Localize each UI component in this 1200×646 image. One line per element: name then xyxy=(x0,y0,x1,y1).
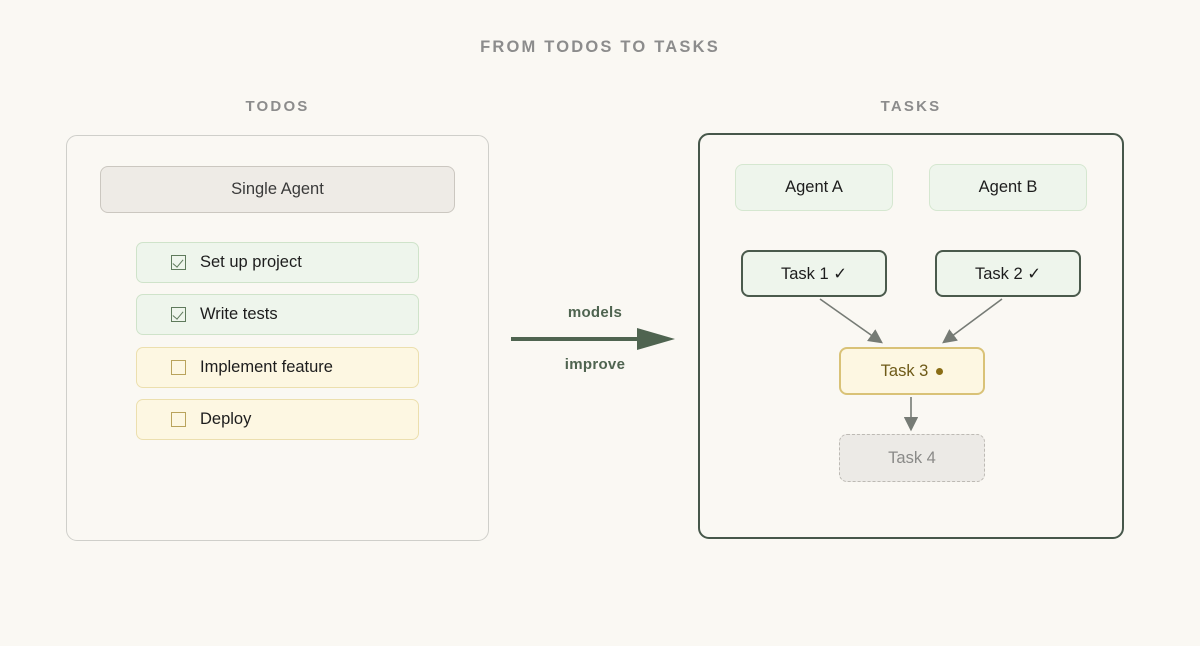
todo-item-implement-feature[interactable]: Implement feature xyxy=(136,347,419,388)
task-label: Task 3 xyxy=(880,361,929,380)
checked-box-icon[interactable] xyxy=(171,307,186,322)
todo-item-set-up-project[interactable]: Set up project xyxy=(136,242,419,283)
agent-a-box[interactable]: Agent A xyxy=(735,164,893,211)
task-label: Task 4 xyxy=(888,448,936,467)
transition-label-improve: improve xyxy=(564,356,626,373)
todo-item-label: Write tests xyxy=(200,305,278,323)
task-3-node[interactable]: Task 3 xyxy=(839,347,985,395)
todos-section-label: TODOS xyxy=(245,98,310,115)
todo-item-label: Implement feature xyxy=(200,358,333,376)
todo-item-label: Deploy xyxy=(200,410,252,428)
single-agent-label: Single Agent xyxy=(231,180,324,198)
task-4-node[interactable]: Task 4 xyxy=(839,434,985,482)
task-label: Task 2 ✓ xyxy=(974,264,1042,283)
page-title: FROM TODOS TO TASKS xyxy=(480,38,720,56)
transition-arrow-icon xyxy=(511,328,675,350)
task-1-node[interactable]: Task 1 ✓ xyxy=(741,250,887,297)
agent-label: Agent B xyxy=(978,178,1038,196)
checked-box-icon[interactable] xyxy=(171,255,186,270)
unchecked-box-icon[interactable] xyxy=(171,412,186,427)
active-status-dot-icon xyxy=(936,367,944,375)
agent-b-box[interactable]: Agent B xyxy=(929,164,1087,211)
single-agent-box[interactable]: Single Agent xyxy=(100,166,455,213)
unchecked-box-icon[interactable] xyxy=(171,360,186,375)
todo-item-write-tests[interactable]: Write tests xyxy=(136,294,419,335)
todo-item-label: Set up project xyxy=(200,253,302,271)
transition-label-models: models xyxy=(567,304,623,321)
transition-arrow-group: models improve xyxy=(505,296,685,386)
agent-label: Agent A xyxy=(785,178,843,196)
tasks-section-label: TASKS xyxy=(880,98,942,115)
task-label: Task 1 ✓ xyxy=(780,264,848,283)
task-2-node[interactable]: Task 2 ✓ xyxy=(935,250,1081,297)
todo-item-deploy[interactable]: Deploy xyxy=(136,399,419,440)
